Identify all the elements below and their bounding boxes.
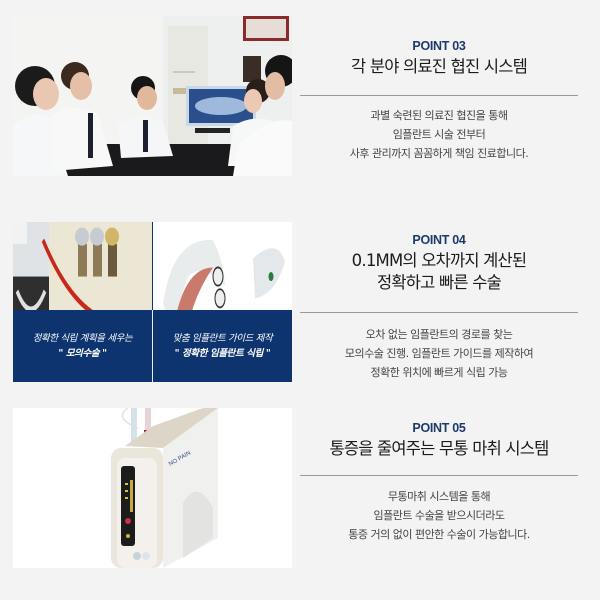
section-title: 통증을 줄여주는 무통 마취 시스템 (329, 439, 549, 458)
desc-line: 모의수술 진행. 임플란트 가이드를 제작하여 (344, 347, 534, 360)
divider (300, 475, 578, 476)
section-description: 오차 없는 임플란트의 경로를 찾는 모의수술 진행. 임플란트 가이드를 제작… (300, 325, 578, 382)
caption-line: 정확한 식립 계획을 세우는 (32, 333, 133, 344)
caption-simulation: 정확한 식립 계획을 세우는 " 모의수술 " (13, 310, 152, 382)
point-label: POINT 04 (412, 233, 466, 247)
caption-line: 맞춤 임플란트 가이드 제작 (172, 333, 273, 344)
section-title-line2: 정확하고 빠른 수술 (377, 273, 502, 292)
point-05-section: POINT 05 통증을 줄여주는 무통 마취 시스템 (300, 420, 578, 460)
doctors-meeting-photo (13, 16, 292, 176)
desc-line: 정확한 위치에 빠르게 식립 가능 (370, 366, 508, 379)
point-label: POINT 03 (412, 39, 466, 53)
desc-line: 과별 숙련된 의료진 협진을 통해 (370, 109, 508, 122)
point-03-section: POINT 03 각 분야 의료진 협진 시스템 (300, 38, 578, 78)
point-label: POINT 05 (412, 421, 466, 435)
painless-anesthesia-device-photo: NO PAIN (13, 408, 292, 568)
section-title-line1: 0.1MM의 오차까지 계산된 (351, 251, 527, 270)
divider (300, 312, 578, 313)
caption-emphasis: " 모의수술 " (58, 348, 107, 359)
section-description: 무통마취 시스템을 통해 임플란트 수술을 받으시더라도 통증 거의 없이 편안… (300, 487, 578, 544)
caption-emphasis: " 정확한 임플란트 식립 " (174, 348, 271, 359)
desc-line: 통증 거의 없이 편안한 수술이 가능합니다. (348, 528, 530, 541)
point-04-section: POINT 04 0.1MM의 오차까지 계산된 정확하고 빠른 수술 (300, 232, 578, 294)
caption-guide: 맞춤 임플란트 가이드 제작 " 정확한 임플란트 식립 " (153, 310, 292, 382)
implant-simulation-photo: 정확한 식립 계획을 세우는 " 모의수술 " 맞춤 임플란트 가이드 제작 "… (13, 222, 292, 382)
desc-line: 임플란트 시술 전부터 (392, 128, 486, 141)
section-description: 과별 숙련된 의료진 협진을 통해 임플란트 시술 전부터 사후 관리까지 꼼꼼… (300, 106, 578, 163)
desc-line: 무통마취 시스템을 통해 (387, 490, 491, 503)
section-title: 각 분야 의료진 협진 시스템 (351, 57, 528, 76)
desc-line: 사후 관리까지 꼼꼼하게 책임 진료합니다. (349, 147, 529, 160)
divider (300, 95, 578, 96)
caption-divider (152, 310, 153, 382)
desc-line: 오차 없는 임플란트의 경로를 찾는 (365, 328, 513, 341)
desc-line: 임플란트 수술을 받으시더라도 (373, 509, 505, 522)
